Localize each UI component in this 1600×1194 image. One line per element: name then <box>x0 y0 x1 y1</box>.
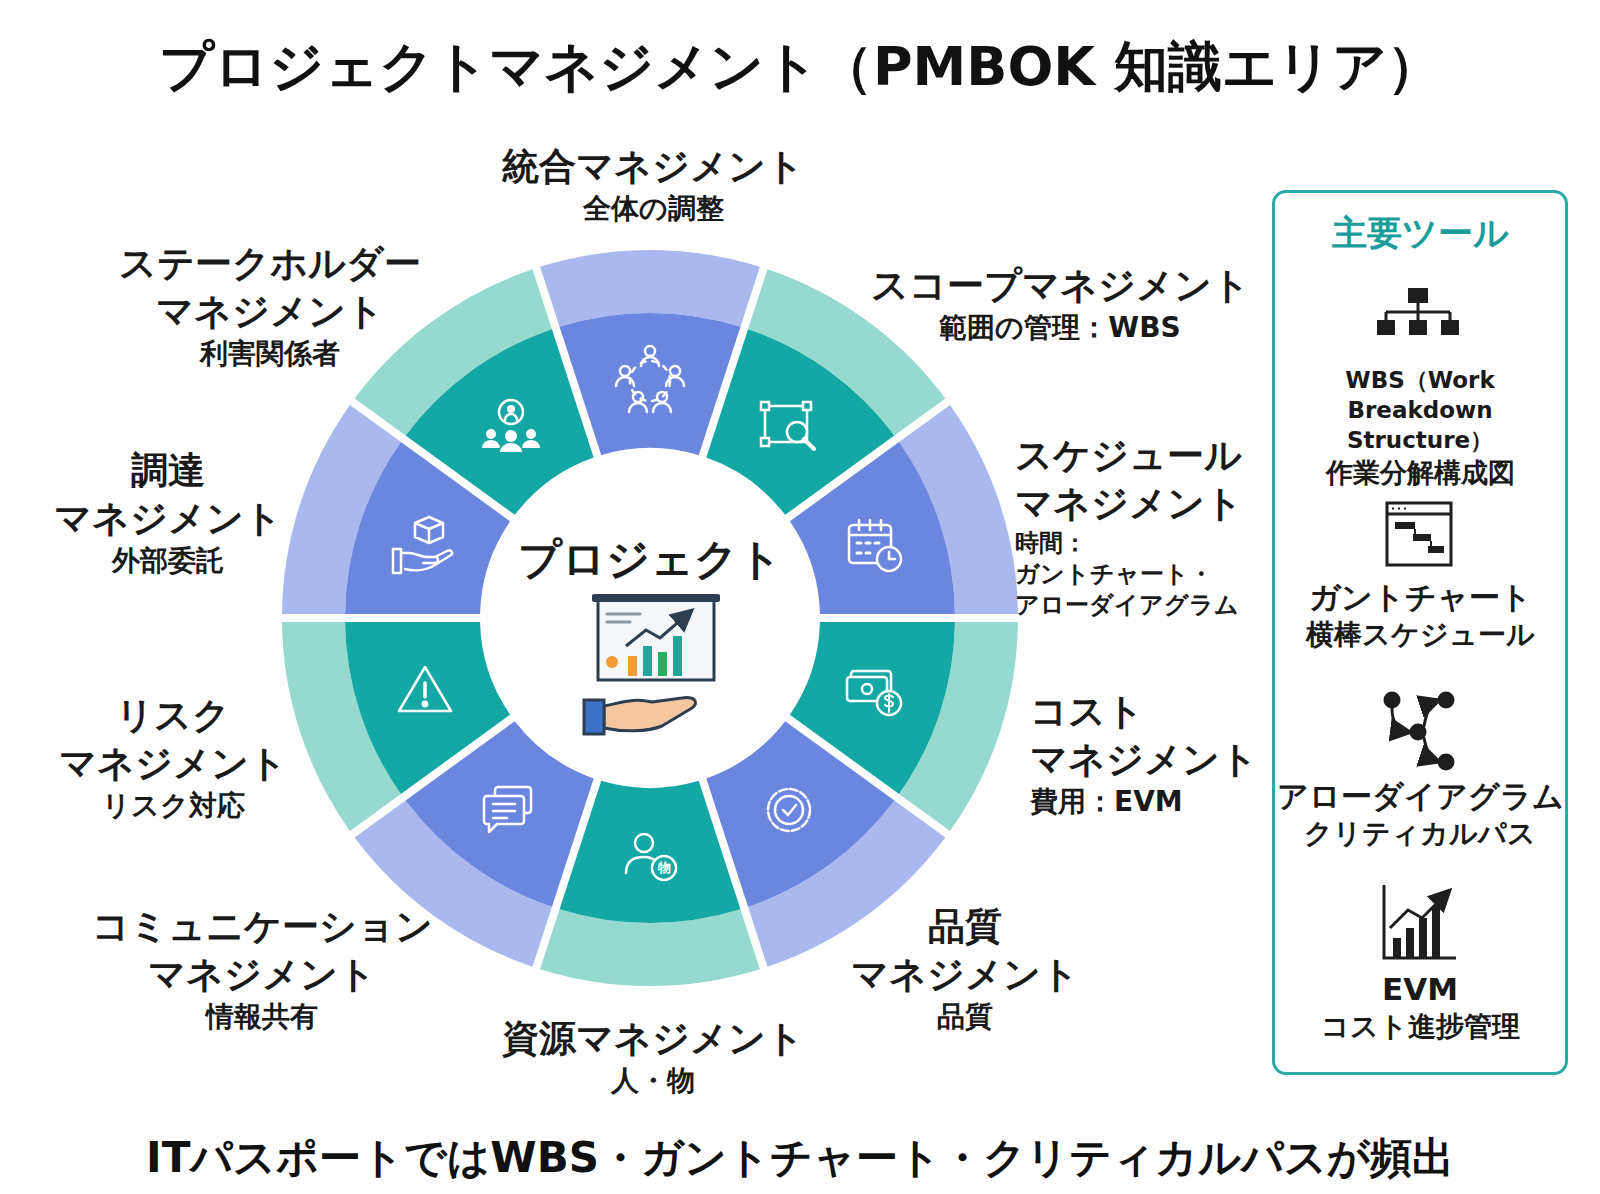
segment-description: 費用：EVM <box>1030 784 1183 820</box>
segment-label: コミュニケーション マネジメント情報共有 <box>0 903 562 1035</box>
tool-item: アローダイアグラムクリティカルパス <box>1275 776 1565 852</box>
segment-heading: コミュニケーション マネジメント <box>92 903 433 999</box>
segment-description: 利害関係者 <box>200 336 340 372</box>
tool-description: 作業分解構成図 <box>1326 455 1515 490</box>
tool-description: コスト進捗管理 <box>1321 1009 1520 1045</box>
icon-label: 物 <box>654 858 674 878</box>
segment-label: リスク マネジメントリスク対応 <box>0 692 473 824</box>
segment-heading: スケジュール マネジメント <box>1015 432 1243 528</box>
segment-heading: 調達 マネジメント <box>54 447 282 543</box>
center-circle: プロジェクト <box>480 448 820 788</box>
tool-description: 横棒スケジュール <box>1306 617 1535 653</box>
segment-label: 統合マネジメント全体の調整 <box>353 143 953 227</box>
segment-description: 全体の調整 <box>583 191 724 227</box>
tool-item: EVMコスト進捗管理 <box>1275 969 1565 1045</box>
tool-name: WBS（Work Breakdown Structure） <box>1295 365 1545 455</box>
tool-item: ガントチャート横棒スケジュール <box>1275 577 1565 653</box>
segment-heading: ステークホルダー マネジメント <box>119 240 421 336</box>
segment-description: リスク対応 <box>102 788 245 824</box>
segment-description: 情報共有 <box>206 999 318 1035</box>
tool-name: アローダイアグラム <box>1277 776 1564 816</box>
segment-label: ステークホルダー マネジメント利害関係者 <box>0 240 570 372</box>
segment-heading: リスク マネジメント <box>59 692 287 788</box>
segment-description: 人・物 <box>611 1063 695 1099</box>
segment-heading: コスト マネジメント <box>1030 688 1258 784</box>
segment-label: スコープマネジメント範囲の管理：WBS <box>760 262 1360 346</box>
diagram-title: プロジェクトマネジメント（PMBOK 知識エリア） <box>0 34 1600 100</box>
center-circle-shape <box>480 448 820 788</box>
center-heading: プロジェクト <box>480 533 820 585</box>
panel-heading: 主要ツール <box>1275 211 1565 255</box>
center-circle-fill <box>482 450 818 786</box>
segment-heading: スコープマネジメント <box>871 262 1250 310</box>
segment-description: 品質 <box>937 999 993 1035</box>
segment-description: 外部委託 <box>112 543 224 579</box>
segment-heading: 品質 マネジメント <box>851 903 1079 999</box>
diagram-caption: ITパスポートではWBS・ガントチャート・クリティカルパスが頻出 <box>0 1131 1600 1185</box>
segment-description: 範囲の管理：WBS <box>939 310 1180 346</box>
segment-description: 時間： ガントチャート・ アローダイアグラム <box>1015 528 1239 621</box>
segment-label: 資源マネジメント人・物 <box>353 1015 953 1099</box>
segment-inner-band <box>560 313 741 455</box>
tool-item: WBS（Work Breakdown Structure）作業分解構成図 <box>1275 365 1565 490</box>
tools-panel: 主要ツール WBS（Work Breakdown Structure）作業分解構成… <box>1272 190 1568 1075</box>
tool-name: ガントチャート <box>1309 577 1532 617</box>
segment-label: 調達 マネジメント外部委託 <box>0 447 468 579</box>
segment-heading: 資源マネジメント <box>502 1015 804 1063</box>
segment-heading: 統合マネジメント <box>502 143 804 191</box>
segment-inner-band <box>560 781 741 923</box>
tool-name: EVM <box>1382 969 1458 1009</box>
tool-description: クリティカルパス <box>1304 816 1536 852</box>
